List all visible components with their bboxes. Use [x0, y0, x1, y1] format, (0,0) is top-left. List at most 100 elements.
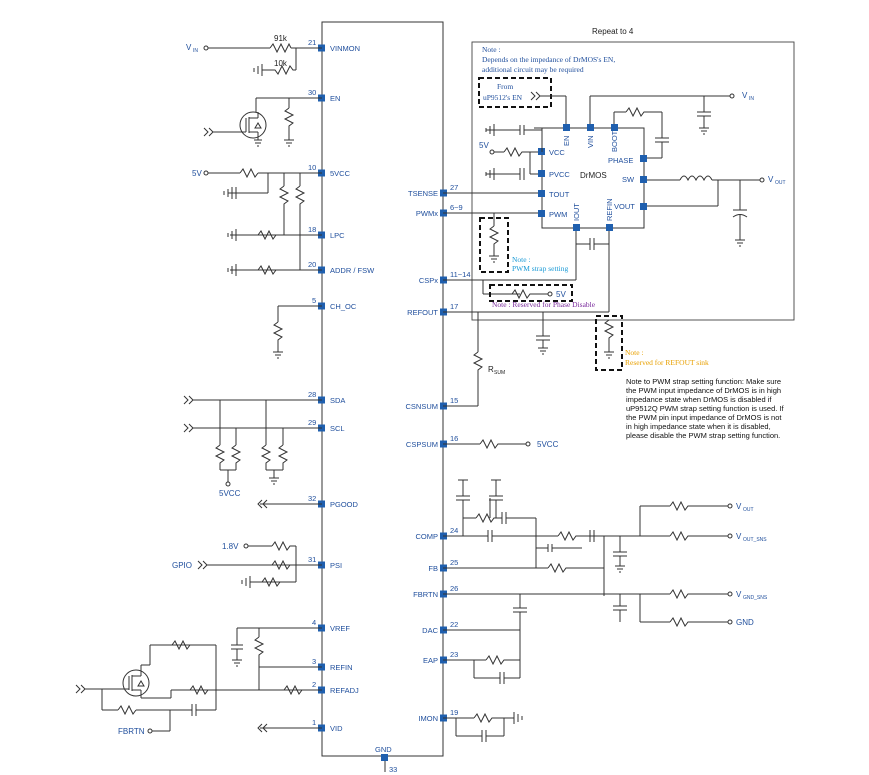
func-note-5: the PWM pin input impedance of DrMOS is …	[626, 413, 782, 422]
rsum-label: R	[488, 365, 494, 374]
gnd-pad	[381, 754, 388, 761]
drmos-vin-sub: IN	[749, 96, 754, 102]
drmos-en-pad	[563, 124, 570, 131]
right-pin-name: DAC	[422, 626, 438, 635]
gpio-arrow-icon	[197, 560, 203, 570]
right-pin-name: FB	[428, 564, 438, 573]
drmos-refin-pad	[606, 224, 613, 231]
left-pin-name: VID	[330, 724, 343, 733]
refadj-mosfet-icon	[122, 669, 150, 697]
left-pin-name: REFADJ	[330, 686, 359, 695]
ref-network: FBRTN	[75, 627, 322, 736]
gnd-pin-label: GND	[375, 745, 392, 754]
drmos-refin-label: REFIN	[605, 199, 614, 222]
right-pin-name: PWMx	[416, 209, 438, 218]
sda-arrow-icon	[183, 395, 189, 405]
vout-sns-label: V	[736, 532, 742, 541]
ch-oc-network	[272, 305, 322, 359]
imon-network	[443, 712, 523, 742]
drmos-pwm-pad	[538, 210, 545, 217]
left-pin-name: PGOOD	[330, 500, 359, 509]
left-pin-name: VREF	[330, 624, 350, 633]
left-pin-name: 5VCC	[330, 169, 351, 178]
drmos-phase-pad	[640, 155, 647, 162]
func-note-6: in high impedance state when it is disab…	[626, 422, 771, 431]
controller-ic-body	[321, 21, 444, 757]
5v-label: 5V	[192, 169, 202, 178]
resistor-10k	[262, 64, 296, 76]
drmos-tout-pad	[538, 190, 545, 197]
right-pin-name: IMON	[418, 714, 438, 723]
right-pin-number: 16	[450, 434, 458, 443]
fbrtn-label-left: FBRTN	[118, 727, 145, 736]
left-pin-number: 28	[308, 390, 316, 399]
left-pin-name: CH_OC	[330, 302, 357, 311]
phase-disable-5v: 5V	[556, 290, 566, 299]
en-mosfet-circuit	[203, 97, 322, 147]
left-pin-name: REFIN	[330, 663, 353, 672]
vout-label: V	[736, 502, 742, 511]
refout-note-1: Note :	[625, 348, 644, 357]
vin-sub: IN	[193, 48, 198, 54]
right-pin-number: 24	[450, 526, 458, 535]
right-pin-number: 25	[450, 558, 458, 567]
left-pin-name: ADDR / FSW	[330, 266, 375, 275]
rsum-sub: SUM	[494, 370, 505, 376]
vinmon-divider: V IN 91k 10k	[186, 34, 322, 76]
r91k-label: 91k	[274, 34, 288, 43]
inductor-icon	[679, 175, 713, 182]
drmos-note-2: Depends on the impedance of DrMOS's EN,	[482, 55, 615, 64]
phase-disable-note: Note : Reserved for Phase Disable	[492, 300, 596, 309]
drmos-vcc-label: VCC	[549, 148, 565, 157]
drmos-vout-pad	[640, 203, 647, 210]
vout-sns-sub: OUT_SNS	[743, 537, 767, 543]
drmos-vout-sub: OUT	[775, 180, 786, 186]
pwm-strap-box	[479, 217, 509, 273]
drmos-phase-label: PHASE	[608, 156, 633, 165]
left-pin-number: 5	[312, 296, 316, 305]
func-note-1: Note to PWM strap setting function: Make…	[626, 377, 781, 386]
refout-network: Note : Reserved for REFOUT sink R SUM	[443, 311, 709, 407]
right-pin-number: 19	[450, 708, 458, 717]
psi-network: 1.8V GPIO	[172, 540, 322, 588]
left-pin-number: 4	[312, 618, 316, 627]
pwm-function-note: Note to PWM strap setting function: Make…	[626, 377, 784, 440]
right-pin-name: CSPx	[419, 276, 438, 285]
right-pin-number: 27	[450, 183, 458, 192]
phase-disable-box	[489, 284, 573, 302]
left-pin-name: SDA	[330, 396, 345, 405]
gpio-label: GPIO	[172, 561, 192, 570]
left-pin-number: 32	[308, 494, 316, 503]
right-pin-name: COMP	[416, 532, 439, 541]
left-pin-number: 31	[308, 555, 316, 564]
vid-arrow-icon	[257, 723, 263, 733]
drmos-note-3: additional circuit may be required	[482, 65, 584, 74]
drmos-vin-rail: V	[742, 91, 748, 100]
func-note-4: uP9512Q PWM strap setting function is us…	[626, 404, 784, 413]
drmos-sw-label: SW	[622, 175, 635, 184]
left-pin-name: LPC	[330, 231, 345, 240]
drmos-boot-pad	[611, 124, 618, 131]
vout-sub: OUT	[743, 507, 754, 513]
drmos-pvcc-pad	[538, 170, 545, 177]
drmos-pvcc-label: PVCC	[549, 170, 570, 179]
right-pin-number: 23	[450, 650, 458, 659]
drmos-5v-label: 5V	[479, 141, 489, 150]
right-pin-name: CSPSUM	[406, 440, 438, 449]
left-pin-number: 18	[308, 225, 316, 234]
drmos-tout-label: TOUT	[549, 190, 570, 199]
i2c-pullups: 5VCC	[183, 395, 322, 498]
en-input-arrow-icon	[203, 127, 209, 137]
5vcc-label-left: 5VCC	[219, 489, 241, 498]
from-en-arrow-icon	[530, 91, 536, 101]
left-pin-number: 1	[312, 718, 316, 727]
drmos-vout-label: VOUT	[614, 202, 635, 211]
func-note-7: please disable the PWM strap setting fun…	[626, 431, 780, 440]
right-pin-name: TSENSE	[408, 189, 438, 198]
refout-sink-box	[595, 315, 623, 371]
refadj-arrow-icon	[75, 684, 81, 694]
pgood-line	[257, 499, 322, 509]
pgood-arrow-icon	[257, 499, 263, 509]
scl-arrow-icon	[183, 423, 189, 433]
